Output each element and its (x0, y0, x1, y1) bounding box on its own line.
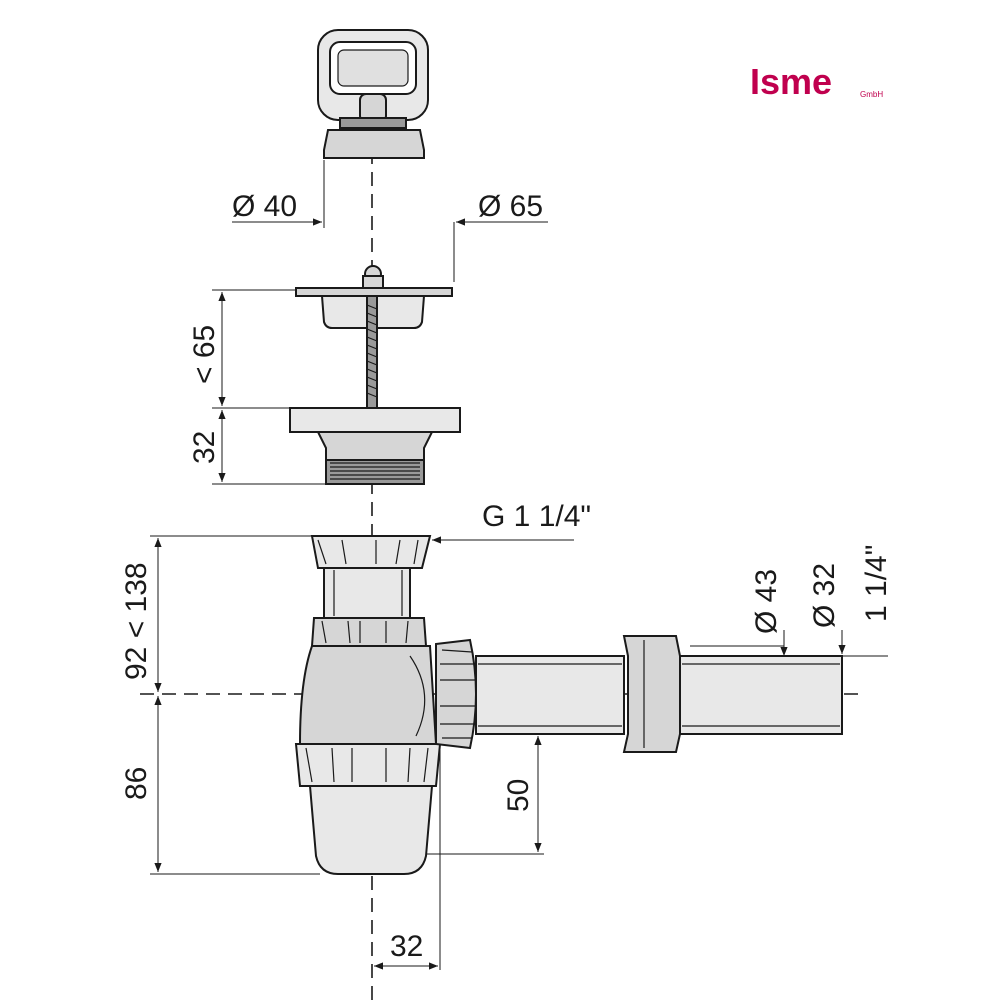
brand-name: Isme (750, 61, 832, 102)
dim-label-plug-diameter: Ø 40 (232, 190, 297, 223)
dim-label-outlet-thread: 1 1/4" (860, 545, 893, 622)
dimension-outlet-diameters: Ø 43 Ø 32 1 1/4" (690, 545, 893, 657)
dim-label-outlet-height: 50 (502, 779, 535, 812)
dim-label-strainer-height: < 65 (188, 325, 221, 384)
dim-label-trap-height: 92 < 138 (120, 562, 153, 680)
dim-label-outlet-outer: Ø 43 (750, 569, 783, 634)
dimension-flange-height: 32 (188, 410, 326, 485)
brand-suffix: GmbH (860, 90, 883, 99)
dimension-thread: G 1 1/4" (432, 500, 591, 544)
dim-label-thread: G 1 1/4" (482, 500, 591, 533)
dimension-offset: 32 (374, 750, 441, 970)
dim-label-offset: 32 (390, 930, 423, 963)
plug-stopper (317, 29, 429, 159)
outlet-pipe (435, 635, 843, 753)
dimension-bowl-height: 86 (120, 696, 320, 875)
brand-logo: Isme GmbH (750, 61, 883, 102)
drain-flange (289, 407, 461, 485)
dimension-outlet-height: 50 (426, 733, 544, 855)
dim-label-flange-height: 32 (188, 431, 221, 464)
dim-label-bowl-height: 86 (120, 767, 153, 800)
dim-label-outlet-inner: Ø 32 (808, 563, 841, 628)
dimension-plug-diameter: Ø 40 (232, 160, 325, 228)
strainer-basket (295, 265, 453, 409)
dimension-trap-height: 92 < 138 (120, 535, 312, 692)
dimension-strainer-diameter: Ø 65 (453, 190, 548, 282)
dim-label-strainer-diameter: Ø 65 (478, 190, 543, 223)
dimension-strainer-height: < 65 (188, 289, 296, 409)
bottle-trap (294, 535, 442, 875)
